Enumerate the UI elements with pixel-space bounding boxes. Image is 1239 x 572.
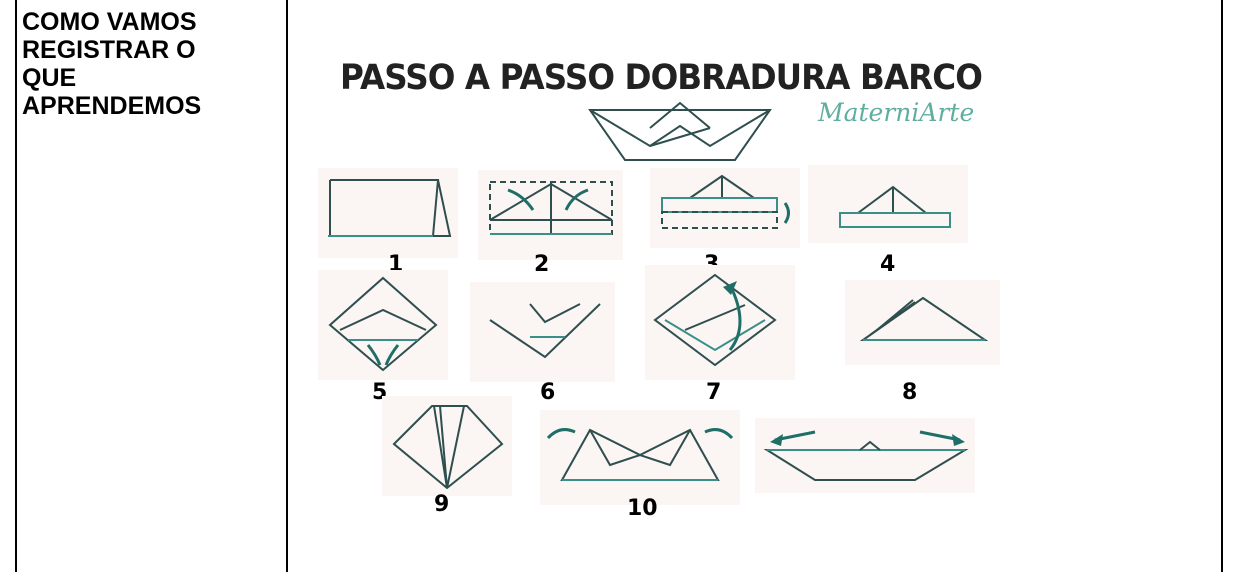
step-label-9: 9 bbox=[434, 492, 450, 517]
brand-logo: MaterniArte bbox=[818, 98, 975, 127]
step-9-diagram bbox=[382, 396, 512, 496]
table-right-border bbox=[1221, 0, 1223, 572]
step-label-10: 10 bbox=[627, 496, 658, 521]
step-3-diagram bbox=[650, 168, 800, 248]
step-8-diagram bbox=[845, 280, 1000, 365]
step-label-7: 7 bbox=[706, 380, 722, 405]
heading-line-2: REGISTRAR O bbox=[22, 36, 196, 64]
step-label-8: 8 bbox=[902, 380, 918, 405]
final-boat-diagram bbox=[755, 418, 975, 493]
heading-line-1: COMO VAMOS bbox=[22, 8, 197, 36]
table-column-divider bbox=[286, 0, 288, 572]
table-left-border bbox=[15, 0, 17, 572]
step-label-6: 6 bbox=[540, 380, 556, 405]
step-4-diagram bbox=[808, 165, 968, 243]
step-5-diagram bbox=[318, 270, 448, 380]
left-cell: COMO VAMOS REGISTRAR O QUE APRENDEMOS bbox=[22, 8, 262, 120]
step-1-diagram bbox=[318, 168, 458, 258]
heading-line-4: APRENDEMOS bbox=[22, 92, 202, 120]
step-7-diagram bbox=[645, 265, 795, 380]
step-label-2: 2 bbox=[534, 252, 550, 277]
step-2-diagram bbox=[478, 170, 623, 260]
step-6-diagram bbox=[470, 282, 615, 382]
boat-logo-icon bbox=[588, 101, 772, 161]
heading-line-3: QUE bbox=[22, 64, 77, 92]
step-10-diagram bbox=[540, 410, 740, 505]
figure-title: PASSO A PASSO DOBRADURA BARCO bbox=[340, 58, 983, 98]
step-label-4: 4 bbox=[880, 252, 896, 277]
